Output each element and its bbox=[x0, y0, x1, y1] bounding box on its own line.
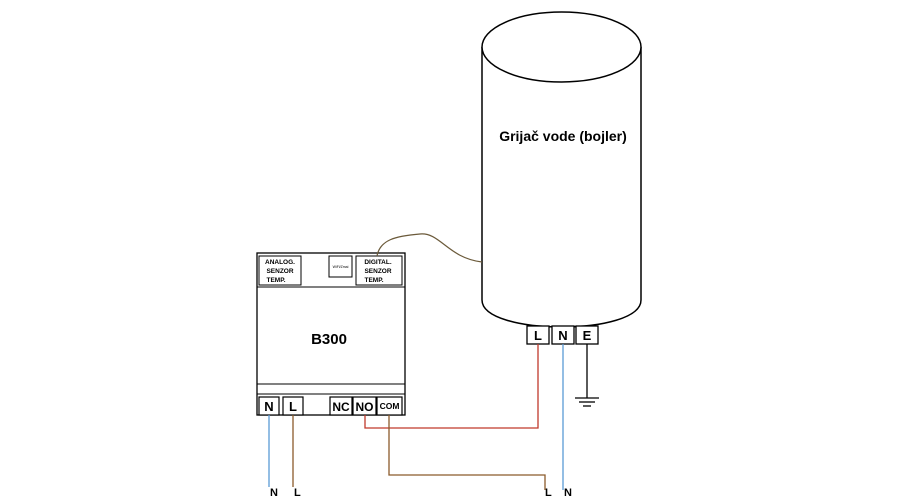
heater-terminal-e: E bbox=[575, 325, 599, 345]
sensor-cable bbox=[376, 233, 483, 263]
controller-terminal-com-label: COM bbox=[380, 401, 400, 411]
heater-title: Grijač vode (bojler) bbox=[499, 128, 627, 144]
analog-sensor-line-3: TEMP. bbox=[266, 277, 285, 284]
heater-terminal-n: N bbox=[551, 325, 575, 345]
controller-terminal-nc-label: NC bbox=[332, 400, 350, 414]
heater-terminal-l-label: L bbox=[534, 328, 542, 343]
digital-sensor-line-1: DIGITAL. bbox=[364, 259, 392, 266]
heater-terminal-l: L bbox=[526, 325, 550, 345]
controller-terminal-l: L bbox=[282, 396, 304, 416]
wire-no-to-heater-l bbox=[364, 344, 539, 429]
controller-terminal-no-label: NO bbox=[356, 400, 374, 414]
controller-terminal-n: N bbox=[258, 396, 280, 416]
analog-sensor-line-1: ANALOG. bbox=[265, 259, 295, 266]
supply-right-n-label: N bbox=[564, 487, 572, 499]
controller-b300: ANALOG. SENZOR TEMP. WiFi/Zmai DIGITAL. … bbox=[256, 252, 406, 416]
controller-terminal-n-label: N bbox=[264, 399, 273, 414]
heater-terminal-e-label: E bbox=[583, 328, 592, 343]
heater-terminal-n-label: N bbox=[558, 328, 567, 343]
controller-name: B300 bbox=[311, 331, 347, 348]
heater-body bbox=[481, 47, 642, 328]
wifi-label: WiFi/Zmai bbox=[333, 265, 349, 269]
heater-top bbox=[481, 11, 642, 83]
controller-terminal-no: NO bbox=[352, 396, 377, 416]
digital-sensor-port: DIGITAL. SENZOR TEMP. bbox=[355, 255, 403, 286]
digital-sensor-line-3: TEMP. bbox=[364, 277, 383, 284]
analog-sensor-port: ANALOG. SENZOR TEMP. bbox=[258, 255, 302, 286]
controller-terminal-com: COM bbox=[376, 396, 403, 416]
supply-left-n-label: N bbox=[270, 487, 278, 499]
controller-terminal-nc: NC bbox=[329, 396, 353, 416]
analog-sensor-line-2: SENZOR bbox=[266, 268, 293, 275]
wire-com-supply-l bbox=[388, 415, 546, 490]
digital-sensor-line-2: SENZOR bbox=[364, 268, 391, 275]
supply-right-l-label: L bbox=[545, 487, 552, 499]
supply-left-l-label: L bbox=[294, 487, 301, 499]
water-heater: Grijač vode (bojler) L N E bbox=[481, 11, 642, 345]
ground-symbol bbox=[575, 344, 599, 407]
wifi-module: WiFi/Zmai bbox=[328, 255, 353, 278]
controller-terminal-l-label: L bbox=[289, 399, 297, 414]
